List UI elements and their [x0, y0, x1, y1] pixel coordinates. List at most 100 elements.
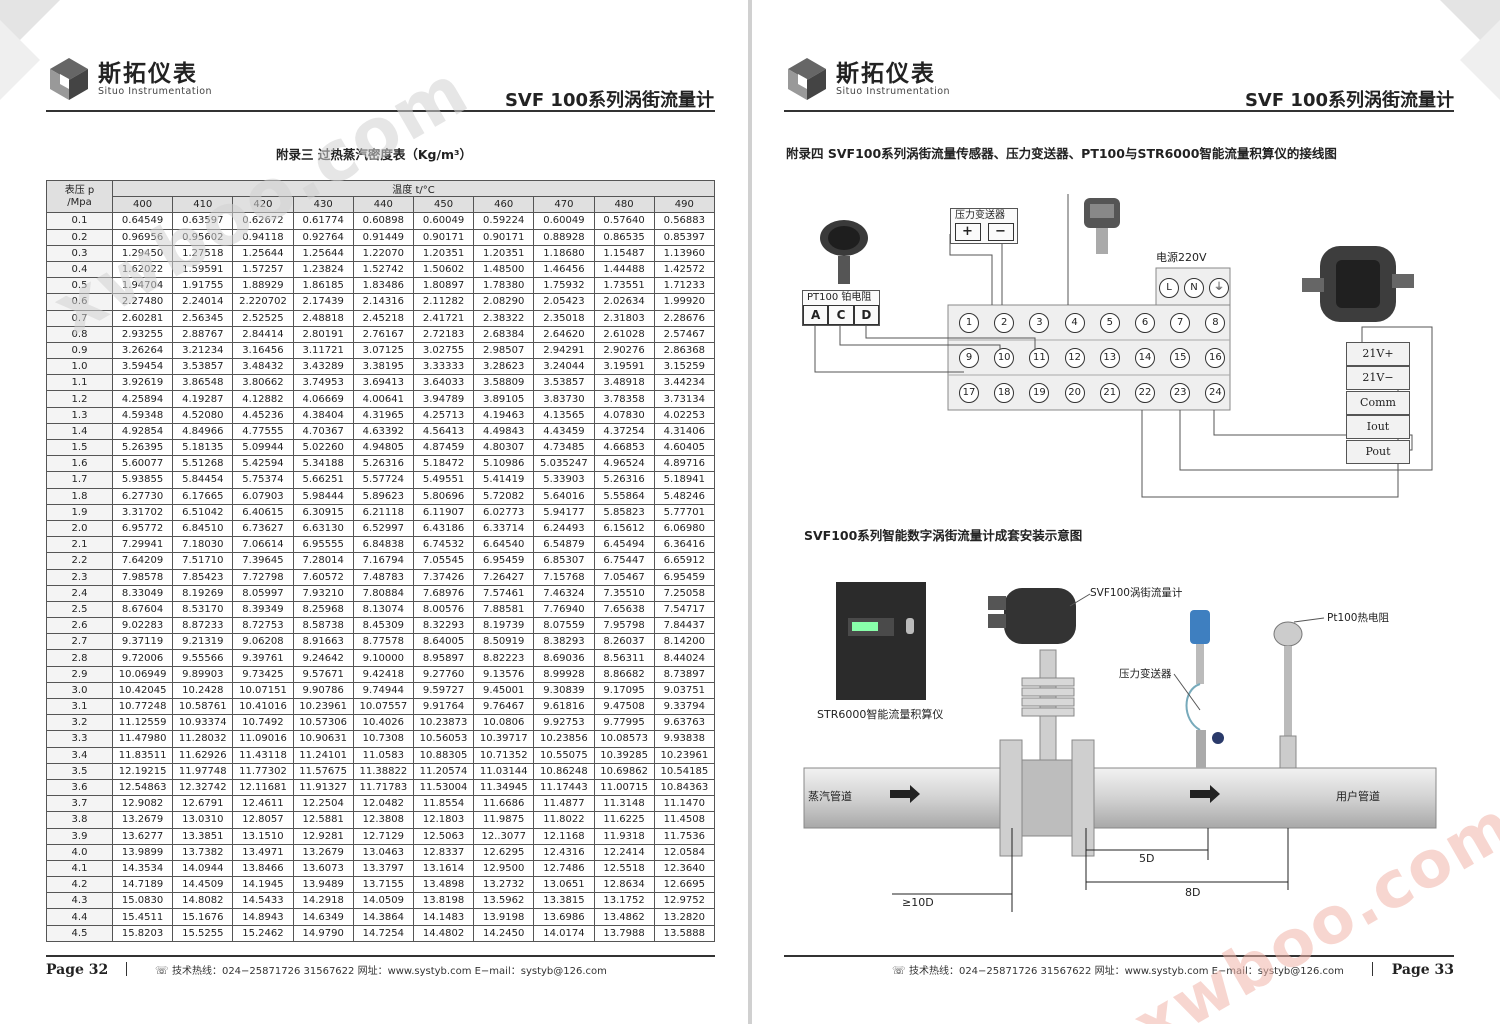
density-cell: 0.60049 [533, 212, 595, 230]
density-cell: 7.88581 [473, 600, 535, 619]
density-cell: 1.42572 [653, 260, 716, 279]
density-cell: 5.75374 [232, 471, 294, 489]
density-cell: 6.17665 [172, 487, 234, 505]
density-cell: 10.07557 [352, 697, 414, 716]
str6000-panel [836, 582, 926, 700]
pressure-cell: 3.7 [46, 795, 113, 813]
brand-cube-icon [788, 58, 826, 100]
density-cell: 14.3864 [352, 908, 414, 926]
density-cell: 11.09016 [232, 730, 294, 748]
temperature-column-header: 440 [352, 196, 414, 214]
density-cell: 12.5518 [593, 859, 655, 878]
pt100-terminal-d: D [853, 305, 879, 325]
density-cell: 5.48246 [653, 487, 716, 505]
page-number: Page 33 [1391, 962, 1454, 978]
density-cell: 4.84966 [172, 422, 234, 441]
density-cell: 2.88767 [172, 325, 234, 343]
density-cell: 5.18941 [653, 471, 716, 489]
density-cell: 13.8466 [232, 859, 294, 878]
density-cell: 5.55864 [593, 487, 655, 505]
density-cell: 10.7308 [352, 730, 414, 748]
sensor-terminal: 21V+ [1346, 342, 1410, 366]
density-cell: 14.0174 [533, 924, 595, 942]
dimension-10d: ≥10D [902, 896, 934, 909]
pressure-cell: 2.2 [46, 552, 113, 570]
density-cell: 15.4511 [111, 908, 174, 926]
density-cell: 5.51268 [172, 455, 234, 473]
density-cell: 11.28032 [172, 730, 234, 748]
density-cell: 8.50919 [473, 633, 535, 651]
pressure-cell: 3.3 [46, 730, 113, 748]
pressure-transmitter-box: 压力变送器 + − [950, 208, 1018, 244]
density-cell: 7.37426 [412, 568, 475, 586]
wiring-section-title: 附录四 SVF100系列涡街流量传感器、压力变送器、PT100与STR6000智… [786, 146, 1337, 161]
sensor-terminal: Comm [1346, 390, 1410, 415]
density-cell: 13.0651 [533, 876, 595, 894]
density-cell: 3.53857 [533, 374, 595, 392]
footer-hotline: ☏ 技术热线：024−25871726 31567622 网址：www.syst… [892, 962, 1344, 977]
terminal-19: 19 [1029, 383, 1050, 403]
density-cell: 14.8082 [172, 892, 234, 910]
pressure-cell: 3.4 [46, 746, 113, 764]
density-cell: 12.4316 [533, 843, 595, 861]
density-cell: 12.2414 [593, 843, 655, 861]
density-cell: 3.07125 [352, 341, 414, 360]
density-cell: 6.36416 [653, 536, 716, 554]
density-cell: 8.69036 [533, 649, 595, 667]
density-cell: 0.60049 [412, 212, 475, 230]
density-cell: 8.32293 [412, 617, 475, 635]
density-cell: 1.23824 [292, 260, 354, 279]
density-cell: 9.76467 [473, 697, 535, 716]
density-cell: 2.76167 [352, 325, 414, 343]
density-cell: 14.4802 [412, 924, 475, 942]
brand-name-en: Situo Instrumentation [98, 85, 213, 97]
density-cell: 0.59224 [473, 212, 535, 230]
meter-label: SVF100涡街流量计 [1090, 587, 1183, 599]
density-cell: 13.9899 [111, 843, 174, 861]
density-cell: 13.3851 [172, 827, 234, 845]
density-cell: 4.25894 [111, 390, 174, 408]
density-cell: 13.4971 [232, 843, 294, 861]
density-cell: 11.43118 [232, 746, 294, 764]
density-cell: 13.1752 [593, 892, 655, 910]
density-cell: 7.64209 [111, 552, 174, 570]
density-cell: 15.5255 [172, 924, 234, 942]
density-cell: 6.33714 [473, 519, 535, 538]
density-cell: 1.83486 [352, 277, 414, 295]
density-cell: 2.08290 [473, 293, 535, 311]
pressure-cell: 3.9 [46, 827, 113, 845]
footer-divider [1372, 962, 1373, 976]
density-cell: 5.94177 [533, 503, 595, 521]
pressure-cell: 4.3 [46, 892, 113, 910]
density-cell: 8.73897 [653, 665, 716, 683]
product-title: SVF 100系列涡街流量计 [1244, 90, 1454, 111]
density-cell: 13.8198 [412, 892, 475, 910]
pt100-terminal-c: C [828, 305, 854, 325]
density-cell: 11.34945 [473, 778, 535, 797]
pressure-cell: 0.6 [46, 293, 113, 311]
density-cell: 11.4508 [653, 811, 716, 829]
phone-icon: ☏ [892, 964, 906, 977]
density-cell: 10.54185 [653, 762, 716, 780]
density-cell: 7.48783 [352, 568, 414, 586]
temperature-column-header: 480 [593, 196, 655, 214]
sensor-terminal: Pout [1346, 439, 1410, 464]
density-cell: 8.44024 [653, 649, 716, 667]
pressure-cell: 4.0 [46, 843, 113, 861]
density-cell: 7.57461 [473, 584, 535, 602]
density-cell: 11.17443 [533, 778, 595, 797]
density-cell: 1.18680 [533, 244, 595, 262]
density-cell: 5.18472 [412, 455, 475, 473]
terminal-17: 17 [959, 383, 979, 403]
right-page: 斯拓仪表 Situo Instrumentation SVF 100系列涡街流量… [752, 0, 1500, 1024]
pressure-cell: 1.8 [46, 487, 113, 505]
pressure-cell: 2.0 [46, 519, 113, 538]
footer-hotline-text: 技术热线：024−25871726 31567622 网址：www.systyb… [171, 966, 607, 977]
density-cell: 7.16794 [352, 552, 414, 570]
